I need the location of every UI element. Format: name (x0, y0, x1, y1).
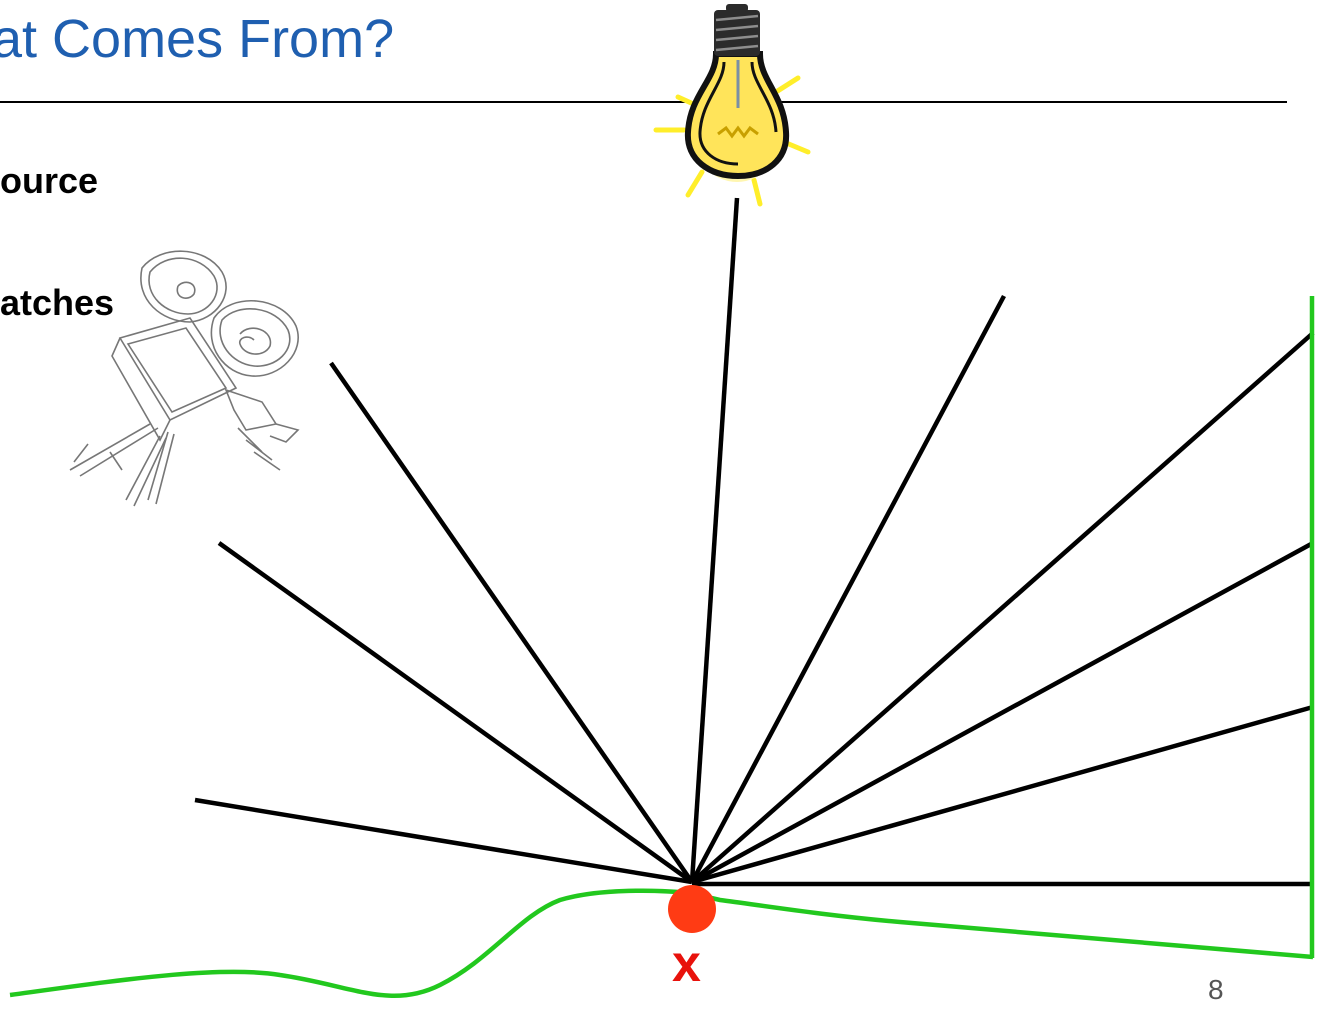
ray (329, 361, 694, 884)
bullet-1: ource (0, 160, 99, 201)
ray (194, 797, 693, 885)
movie-camera-icon (69, 250, 300, 507)
ray (691, 704, 1314, 885)
surface-point (668, 885, 716, 933)
ray (690, 331, 1315, 884)
ray (217, 541, 694, 884)
ray (689, 197, 740, 883)
rays (194, 197, 1315, 887)
page-number: 8 (1208, 974, 1224, 1005)
title-divider (0, 101, 1287, 103)
ray (690, 294, 1006, 884)
light-bulb-icon (653, 4, 811, 207)
ray (690, 541, 1315, 884)
surface-curve (9, 888, 1314, 998)
point-label: x (672, 935, 701, 993)
slide-title: at Comes From? (0, 9, 395, 69)
bullet-2: atches (0, 282, 115, 323)
